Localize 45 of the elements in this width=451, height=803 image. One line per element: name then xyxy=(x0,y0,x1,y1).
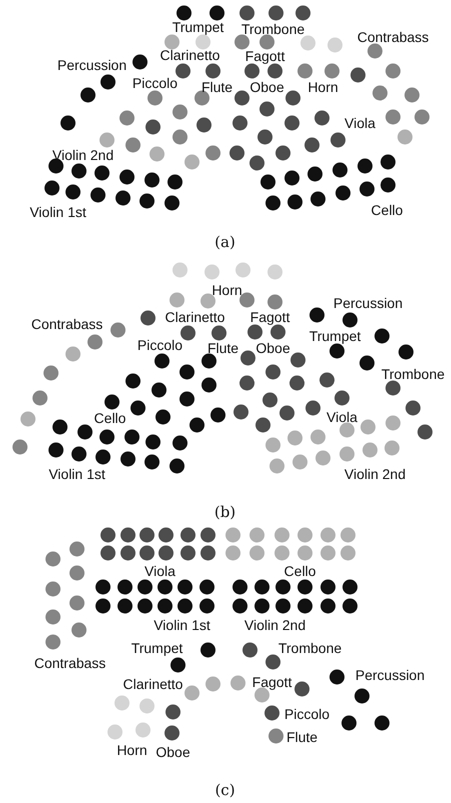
instrument-label: Trumpet xyxy=(309,329,361,343)
instrument-label: Violin 2nd xyxy=(244,618,306,632)
instrument-label: Cello xyxy=(94,411,126,425)
instrument-label: Oboe xyxy=(256,341,290,355)
instrument-label: Piccolo xyxy=(137,338,183,352)
instrument-label: Contrabass xyxy=(31,317,103,331)
instrument-label: Oboe xyxy=(156,745,190,759)
instrument-label: Violin 1st xyxy=(30,205,86,219)
instrument-label: Flute xyxy=(207,341,239,355)
instrument-label: Contrabass xyxy=(34,656,106,670)
instrument-label: Fagott xyxy=(250,310,290,324)
instrument-label: Clarinetto xyxy=(123,677,183,691)
instrument-label: Cello xyxy=(284,564,316,578)
instrument-label: Violin 1st xyxy=(154,618,210,632)
instrument-label: Oboe xyxy=(250,80,284,94)
instrument-label: Flute xyxy=(286,730,318,744)
instrument-label: Cello xyxy=(371,203,403,217)
instrument-label: Piccolo xyxy=(132,76,178,90)
instrument-label: Clarinetto xyxy=(160,48,220,62)
instrument-label: Viola xyxy=(344,116,376,130)
instrument-label: Violin 2nd xyxy=(344,467,406,481)
panel-caption: (a) xyxy=(214,233,236,251)
instrument-label: Violin 1st xyxy=(48,467,106,481)
instrument-label: Violin 2nd xyxy=(52,148,114,162)
instrument-label: Flute xyxy=(201,80,233,94)
panel-caption: (b) xyxy=(214,503,236,521)
instrument-label: Contrabass xyxy=(357,30,429,44)
instrument-label: Trumpet xyxy=(131,641,183,655)
instrument-label: Clarinetto xyxy=(165,310,225,324)
instrument-label: Horn xyxy=(116,743,148,757)
instrument-label: Trombone xyxy=(278,641,342,655)
instrument-label: Trumpet xyxy=(172,20,224,34)
instrument-label: Trombone xyxy=(241,22,305,36)
instrument-label: Fagott xyxy=(252,675,292,689)
instrument-label: Piccolo xyxy=(284,707,330,721)
instrument-label: Fagott xyxy=(245,49,285,63)
instrument-label: Horn xyxy=(212,283,242,297)
instrument-label: Trombone xyxy=(381,367,445,381)
instrument-label: Horn xyxy=(308,80,338,94)
instrument-label: Viola xyxy=(326,410,358,424)
instrument-label: Percussion xyxy=(57,58,127,72)
instrument-label: Percussion xyxy=(333,296,403,310)
instrument-label: Viola xyxy=(144,564,176,578)
instrument-label: Percussion xyxy=(355,668,425,682)
panel-caption: (c) xyxy=(214,781,236,799)
